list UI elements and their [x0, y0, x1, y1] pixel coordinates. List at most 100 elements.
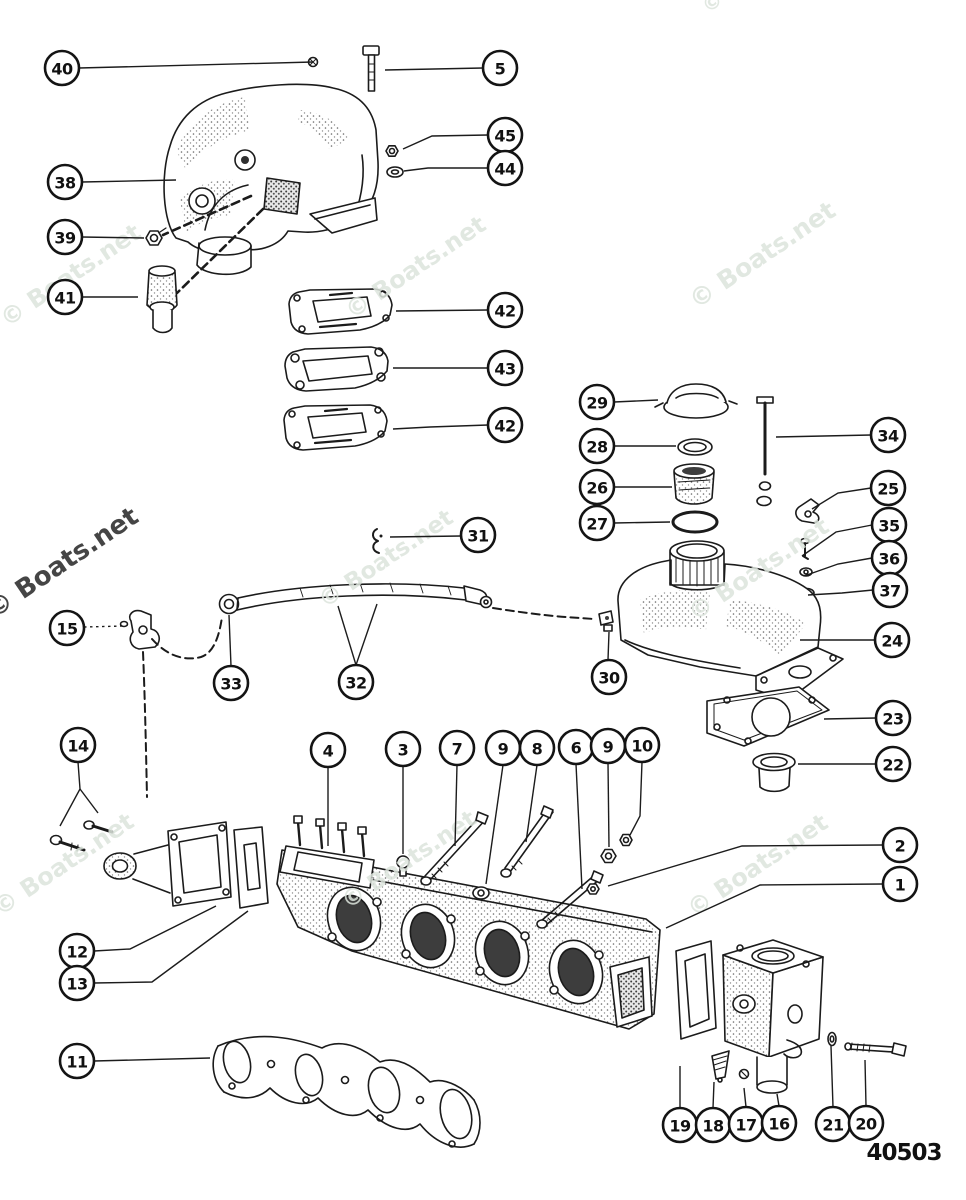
callout-number: 41 — [54, 289, 76, 308]
callout-27[interactable]: 27 — [578, 504, 671, 542]
callout-balloon[interactable] — [874, 699, 912, 737]
callout-44[interactable]: 44 — [403, 149, 524, 187]
callout-31[interactable]: 31 — [389, 516, 497, 554]
callout-20[interactable]: 20 — [847, 1059, 885, 1142]
callout-balloon[interactable] — [881, 865, 919, 903]
callout-24[interactable]: 24 — [800, 621, 911, 659]
callout-balloon[interactable] — [486, 349, 524, 387]
callout-29[interactable]: 29 — [578, 383, 659, 421]
callout-balloon[interactable] — [459, 516, 497, 554]
callout-7[interactable]: 7 — [438, 729, 476, 847]
callout-balloon[interactable] — [46, 218, 84, 256]
callout-21[interactable]: 21 — [814, 1045, 852, 1143]
callout-balloon[interactable] — [384, 730, 422, 768]
callout-1[interactable]: 1 — [665, 865, 919, 929]
callout-11[interactable]: 11 — [58, 1042, 211, 1080]
callout-balloon[interactable] — [212, 664, 250, 702]
callout-23[interactable]: 23 — [823, 699, 912, 737]
callout-34[interactable]: 34 — [775, 416, 907, 454]
callout-balloon[interactable] — [309, 731, 347, 769]
callout-balloon[interactable] — [486, 149, 524, 187]
callout-37[interactable]: 37 — [807, 571, 909, 609]
callout-balloon[interactable] — [43, 49, 81, 87]
callout-number: 42 — [494, 302, 515, 321]
callout-balloon[interactable] — [59, 726, 97, 764]
callout-balloon[interactable] — [578, 468, 616, 506]
part-nut-45-drawing — [385, 145, 399, 157]
callout-17[interactable]: 17 — [727, 1087, 765, 1143]
callout-balloon[interactable] — [518, 729, 556, 767]
callout-13[interactable]: 13 — [58, 910, 249, 1002]
callout-39[interactable]: 39 — [46, 218, 145, 256]
callout-balloon[interactable] — [578, 383, 616, 421]
callout-41[interactable]: 41 — [46, 278, 138, 316]
callout-9[interactable]: 9 — [589, 727, 627, 848]
callout-balloon[interactable] — [873, 621, 911, 659]
callout-14[interactable]: 14 — [59, 726, 99, 827]
callout-balloon[interactable] — [590, 658, 628, 696]
callout-balloon[interactable] — [869, 469, 907, 507]
callout-balloon[interactable] — [869, 416, 907, 454]
callout-40[interactable]: 40 — [43, 49, 314, 87]
callout-8[interactable]: 8 — [518, 729, 556, 843]
callout-balloon[interactable] — [58, 964, 96, 1002]
callout-42[interactable]: 42 — [392, 406, 524, 444]
callout-43[interactable]: 43 — [393, 349, 524, 387]
callout-42[interactable]: 42 — [395, 291, 524, 329]
callout-number: 28 — [586, 438, 608, 457]
callout-number: 11 — [66, 1053, 88, 1072]
callout-balloon[interactable] — [871, 571, 909, 609]
callout-18[interactable]: 18 — [694, 1081, 732, 1144]
callout-balloon[interactable] — [578, 427, 616, 465]
callout-balloon[interactable] — [337, 663, 375, 701]
callout-balloon[interactable] — [874, 745, 912, 783]
callout-2[interactable]: 2 — [607, 826, 919, 887]
callout-16[interactable]: 16 — [760, 1093, 798, 1142]
callout-22[interactable]: 22 — [798, 745, 912, 783]
part-gasket-43-drawing — [284, 346, 389, 392]
callout-balloon[interactable] — [760, 1104, 798, 1142]
callout-38[interactable]: 38 — [46, 163, 177, 201]
callout-balloon[interactable] — [438, 729, 476, 767]
callout-balloon[interactable] — [481, 49, 519, 87]
callout-30[interactable]: 30 — [590, 631, 628, 696]
callout-28[interactable]: 28 — [578, 427, 676, 465]
watermark-text: © — [697, 0, 727, 18]
callout-19[interactable]: 19 — [661, 1066, 699, 1144]
callout-35[interactable]: 35 — [801, 506, 908, 557]
callout-5[interactable]: 5 — [384, 49, 519, 87]
leader-line — [613, 521, 671, 524]
callout-number: 10 — [631, 737, 653, 756]
callout-15[interactable]: 15 — [48, 609, 125, 647]
callout-4[interactable]: 4 — [309, 731, 347, 846]
leader-line — [355, 603, 378, 666]
part-nut-10-drawing — [619, 833, 633, 847]
callout-balloon[interactable] — [578, 504, 616, 542]
callout-6[interactable]: 6 — [557, 728, 595, 890]
callout-25[interactable]: 25 — [811, 469, 907, 510]
callout-balloon[interactable] — [623, 726, 661, 764]
callout-9[interactable]: 9 — [484, 729, 522, 885]
callout-32[interactable]: 32 — [337, 603, 378, 701]
callout-33[interactable]: 33 — [212, 614, 250, 702]
part-fitting-41-drawing — [146, 265, 178, 334]
part-housing-16-drawing — [722, 939, 824, 1094]
dashed-drop-line — [142, 651, 148, 798]
callout-10[interactable]: 10 — [623, 726, 661, 836]
callout-balloon[interactable] — [46, 163, 84, 201]
callout-number: 35 — [878, 517, 900, 536]
callout-balloon[interactable] — [46, 278, 84, 316]
callout-balloon[interactable] — [847, 1104, 885, 1142]
callout-balloon[interactable] — [486, 406, 524, 444]
callout-balloon[interactable] — [48, 609, 86, 647]
callout-balloon[interactable] — [486, 291, 524, 329]
leader-line — [712, 1081, 715, 1109]
callout-12[interactable]: 12 — [58, 905, 217, 970]
callout-3[interactable]: 3 — [384, 730, 422, 854]
callout-balloon[interactable] — [58, 1042, 96, 1080]
callout-26[interactable]: 26 — [578, 468, 672, 506]
callout-balloon[interactable] — [881, 826, 919, 864]
callout-36[interactable]: 36 — [803, 539, 908, 577]
callout-45[interactable]: 45 — [402, 116, 524, 154]
